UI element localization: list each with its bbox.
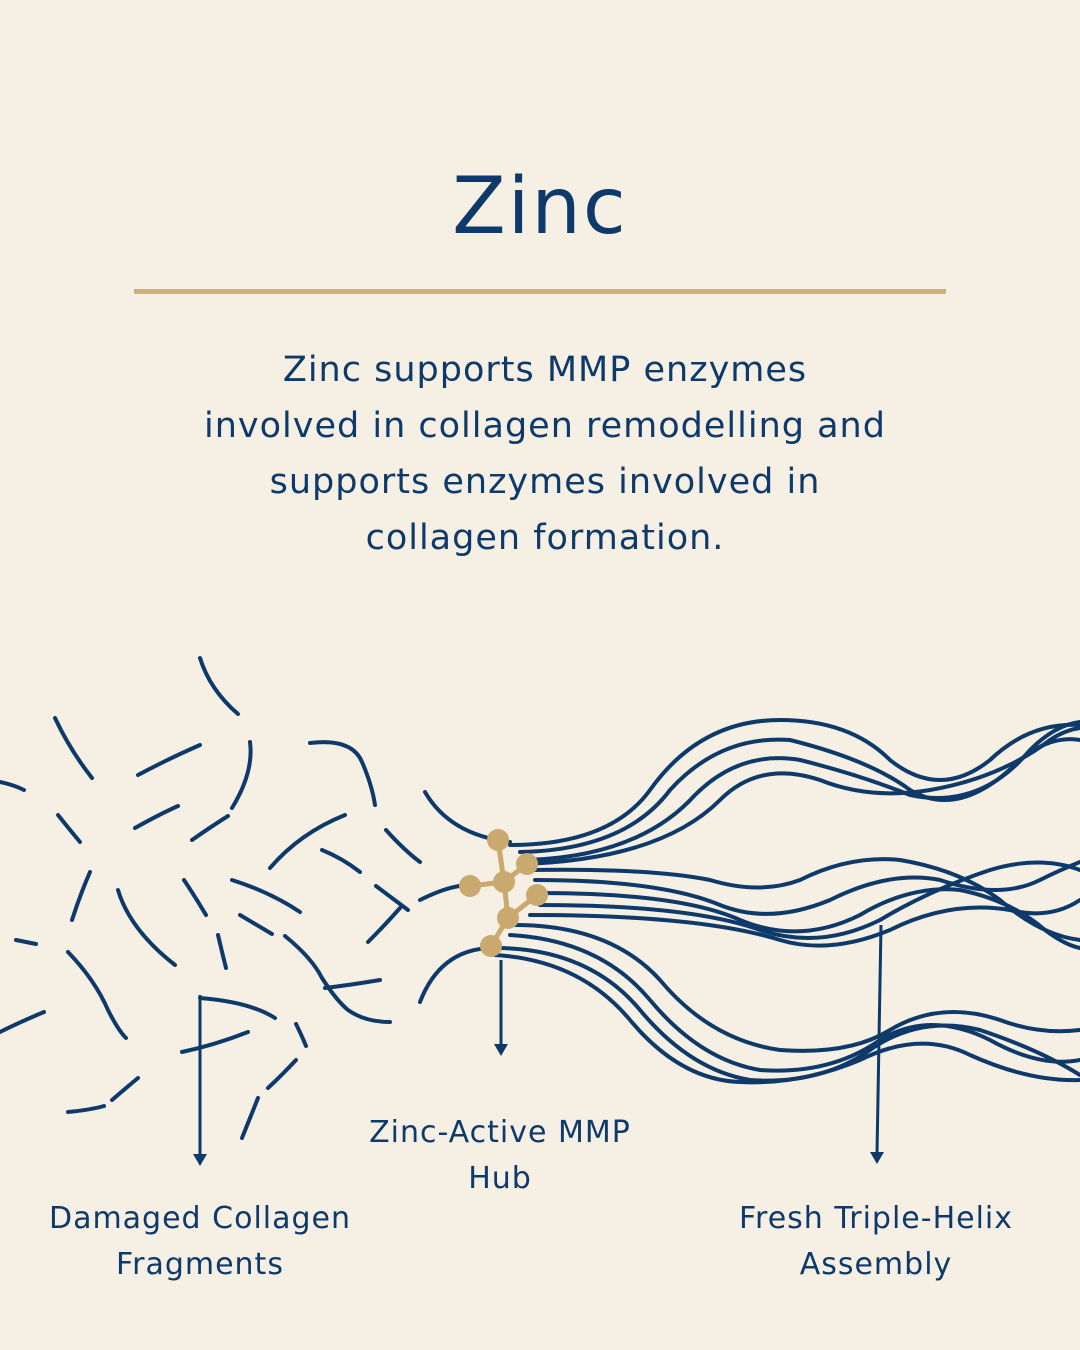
fragment <box>66 1104 106 1114</box>
fragment <box>0 1010 46 1034</box>
helix-strand <box>533 860 1080 916</box>
fragment <box>230 740 253 810</box>
fragment <box>0 780 26 792</box>
helix-strand <box>508 717 1080 847</box>
fragment <box>70 870 92 922</box>
fragment <box>198 656 240 716</box>
label-zinc-hub: Zinc-Active MMP Hub <box>369 1115 631 1196</box>
fragment <box>384 828 422 864</box>
title-divider <box>134 289 946 294</box>
fragment <box>56 813 82 844</box>
fragment <box>182 878 208 917</box>
fragment <box>240 1096 260 1140</box>
arrow-down-icon <box>870 924 884 1164</box>
incoming-strand <box>418 946 492 1004</box>
page-title: Zinc <box>452 162 628 252</box>
fragment <box>133 804 180 830</box>
fragment <box>198 996 277 1020</box>
collagen-strands <box>418 717 1080 1085</box>
fragment <box>320 848 362 874</box>
fragment <box>14 938 38 946</box>
fragment <box>323 978 382 990</box>
fragment <box>53 716 94 780</box>
fragment <box>116 888 177 967</box>
fragment <box>366 906 402 944</box>
label-fresh-helix: Fresh Triple-Helix Assembly <box>738 1201 1014 1282</box>
arrow-down-icon <box>193 995 207 1166</box>
fragment <box>216 933 228 970</box>
helix-strand <box>538 860 1080 940</box>
zinc-molecule-icon <box>459 829 548 957</box>
description-text: Zinc supports MMP enzymes involved in co… <box>204 350 886 558</box>
helix-strand <box>526 720 1080 862</box>
fragment <box>180 1030 250 1054</box>
helix-strand <box>498 946 1080 1083</box>
fragment <box>308 740 377 807</box>
fragment <box>136 743 202 777</box>
fragment <box>110 1076 140 1102</box>
fragment <box>238 913 274 936</box>
helix-strand <box>493 953 1080 1085</box>
damaged-collagen-fragments <box>0 656 422 1140</box>
helix-strand <box>528 898 1080 948</box>
arrow-down-icon <box>494 960 508 1056</box>
fragment <box>230 878 302 914</box>
fragment <box>268 813 347 870</box>
helix-strand <box>538 887 1080 950</box>
fragment <box>66 950 128 1040</box>
fragment <box>294 1022 308 1048</box>
helix-strand <box>518 726 1080 866</box>
fragment <box>283 934 392 1024</box>
fragment <box>266 1058 298 1090</box>
fragment <box>190 814 230 842</box>
helix-strand <box>513 923 1080 1053</box>
label-damaged-collagen: Damaged Collagen Fragments <box>48 1201 352 1282</box>
fragment <box>374 884 410 912</box>
helix-strand <box>508 933 1080 1073</box>
